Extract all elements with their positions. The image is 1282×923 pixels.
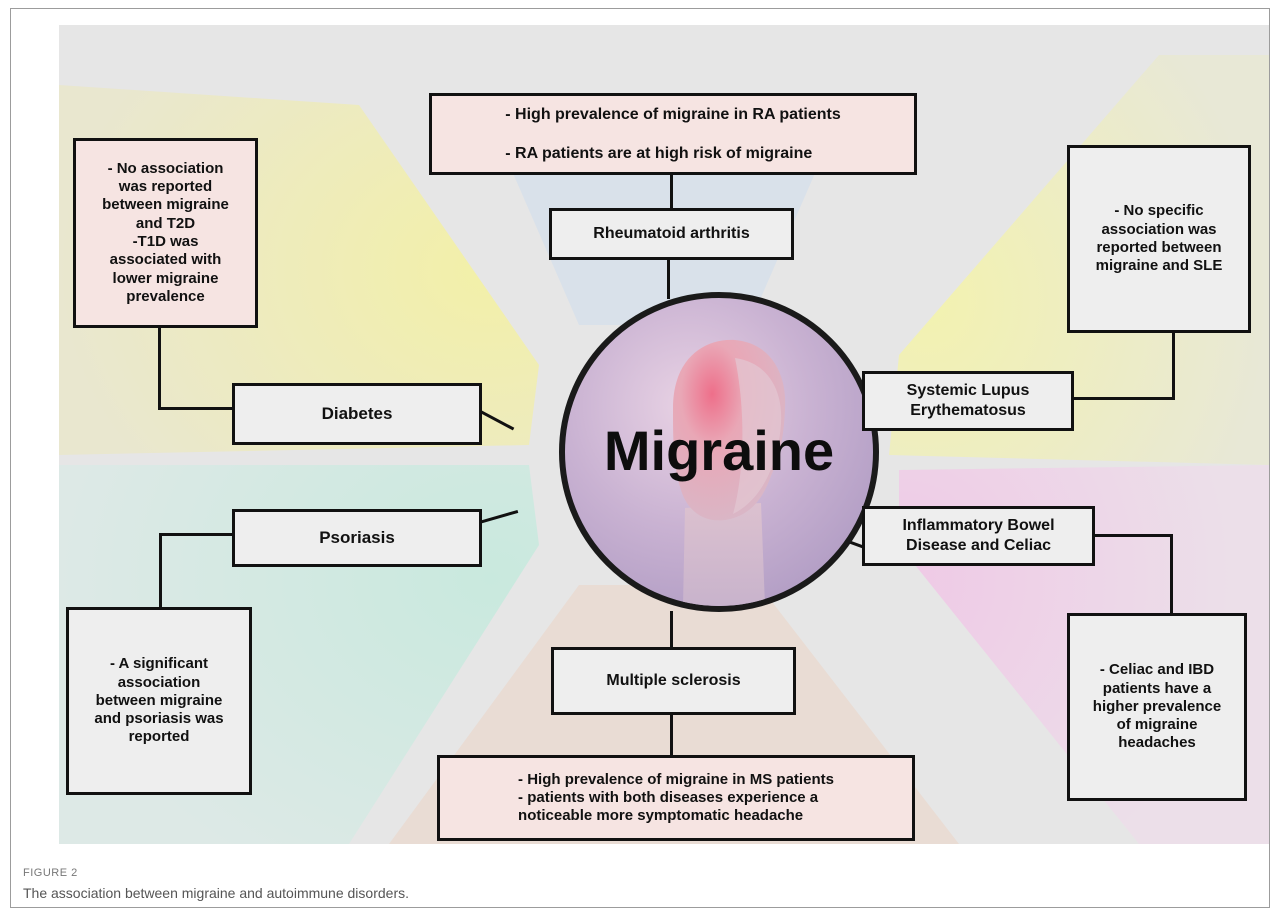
finding-sle-text: - No specific association was reported b… — [1095, 202, 1223, 275]
node-ibd-label: Inflammatory Bowel Disease and Celiac — [902, 517, 1055, 554]
finding-ibd-celiac: - Celiac and IBD patients have a higher … — [1067, 613, 1247, 801]
connector-diabetes-horizontal — [158, 407, 234, 410]
connector-sle-horizontal — [1071, 397, 1175, 400]
finding-rheumatoid-arthritis: - High prevalence of migraine in RA pati… — [429, 93, 917, 175]
migraine-hub: Migraine — [559, 292, 879, 612]
node-diabetes: Diabetes — [232, 383, 482, 445]
node-ibd-celiac: Inflammatory Bowel Disease and Celiac — [862, 506, 1095, 566]
node-multiple-sclerosis: Multiple sclerosis — [551, 647, 796, 715]
connector-ra-finding — [670, 162, 673, 208]
figure-frame: Migraine Rheumatoid arthritis Diabetes S… — [10, 8, 1270, 908]
face-shade — [733, 358, 782, 514]
connector-diabetes-vertical — [158, 325, 161, 409]
node-ms-label: Multiple sclerosis — [606, 672, 741, 690]
hub-label: Migraine — [603, 419, 835, 482]
finding-psoriasis-text: - A significant association between migr… — [94, 655, 224, 746]
node-psoriasis: Psoriasis — [232, 509, 482, 567]
finding-psoriasis: - A significant association between migr… — [66, 607, 252, 795]
node-rheumatoid-arthritis: Rheumatoid arthritis — [549, 208, 794, 260]
figure-label: FIGURE 2 — [23, 867, 78, 879]
connector-sle-vertical — [1172, 331, 1175, 399]
diagram-canvas: Migraine Rheumatoid arthritis Diabetes S… — [59, 25, 1269, 844]
node-sle: Systemic Lupus Erythematosus — [862, 371, 1074, 431]
head-illustration — [673, 339, 786, 606]
connector-psoriasis-vertical — [159, 533, 162, 609]
connector-ms-hub — [670, 611, 673, 649]
finding-multiple-sclerosis: - High prevalence of migraine in MS pati… — [437, 755, 915, 841]
node-sle-label: Systemic Lupus Erythematosus — [906, 382, 1030, 419]
neck-shape — [683, 503, 765, 606]
connector-ibd-vertical — [1170, 534, 1173, 615]
finding-diabetes: - No association was reported between mi… — [73, 138, 258, 328]
node-psoriasis-label: Psoriasis — [319, 527, 395, 547]
node-diabetes-label: Diabetes — [321, 403, 393, 423]
finding-ra-text: - High prevalence of migraine in RA pati… — [505, 105, 841, 162]
finding-diabetes-text: - No association was reported between mi… — [102, 159, 229, 305]
finding-ibd-text: - Celiac and IBD patients have a higher … — [1092, 661, 1222, 752]
finding-ms-text: - High prevalence of migraine in MS pati… — [518, 770, 834, 825]
finding-sle: - No specific association was reported b… — [1067, 145, 1251, 333]
connector-psoriasis-horizontal — [159, 533, 234, 536]
connector-ms-finding — [670, 713, 673, 757]
node-ra-label: Rheumatoid arthritis — [593, 225, 750, 243]
figure-caption: The association between migraine and aut… — [23, 885, 409, 901]
connector-ra-hub — [667, 257, 670, 299]
connector-ibd-horizontal — [1095, 534, 1173, 537]
